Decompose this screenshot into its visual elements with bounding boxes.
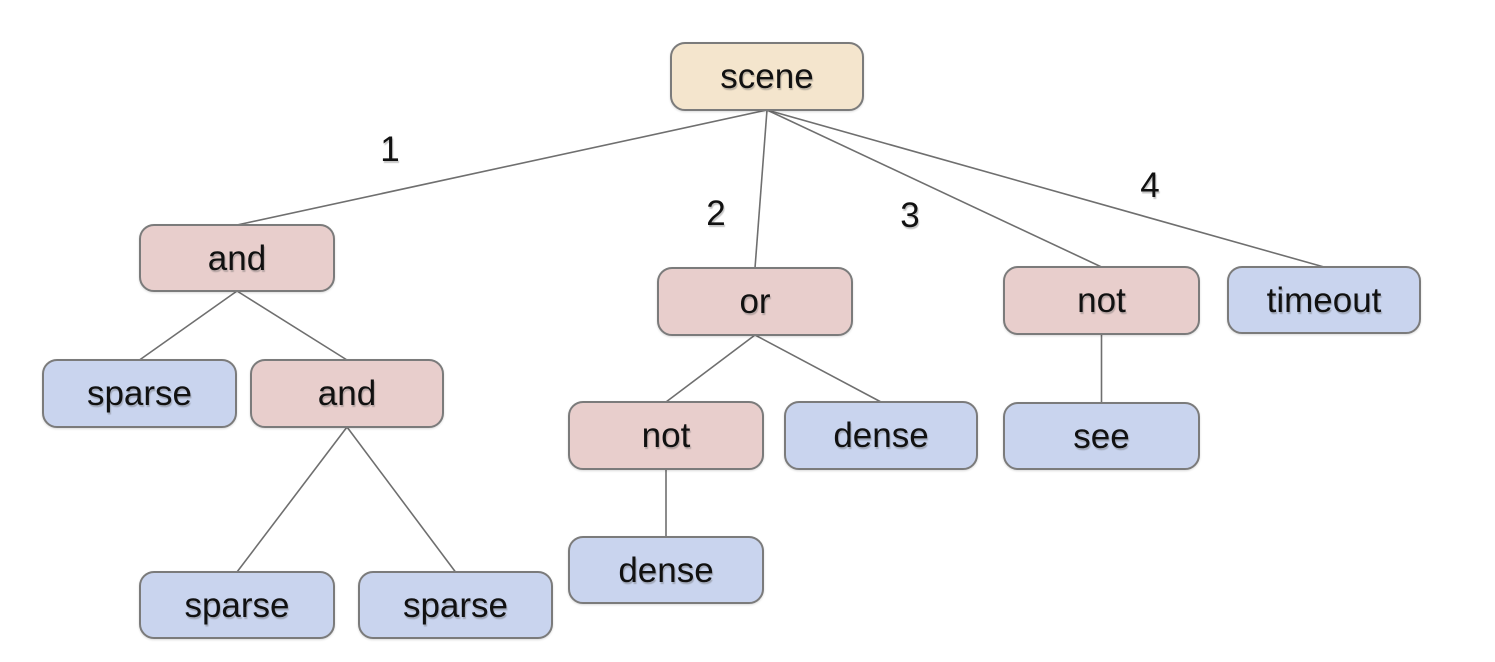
tree-edge-scene-and1 <box>236 109 768 226</box>
edge-label-1: 1 <box>380 130 400 169</box>
tree-node-label: not <box>641 416 691 455</box>
tree-edge-or-dense1 <box>754 334 882 403</box>
tree-node-label: and <box>207 238 267 278</box>
tree-edge-scene-or <box>754 109 768 269</box>
tree-node-label: sparse <box>184 585 290 625</box>
tree-node-not2: not <box>1003 266 1200 335</box>
tree-node-label: sparse <box>86 374 193 413</box>
tree-node-sparse2: sparse <box>139 571 335 639</box>
tree-edge-and1-sparse1 <box>139 290 238 361</box>
tree-node-label: not <box>1077 281 1126 320</box>
tree-node-sparse3: sparse <box>358 571 553 639</box>
tree-node-not1: not <box>568 401 764 470</box>
tree-node-label: and <box>317 374 377 413</box>
tree-edge-scene-not2 <box>766 109 1102 268</box>
tree-node-label: scene <box>720 57 814 96</box>
tree-node-label: sparse <box>402 585 509 625</box>
tree-node-sparse1: sparse <box>42 359 237 428</box>
edge-label-3: 3 <box>900 196 920 235</box>
edge-label-4: 4 <box>1140 166 1160 205</box>
tree-node-and2: and <box>250 359 444 428</box>
edge-label-2: 2 <box>706 194 726 233</box>
tree-edge-scene-timeout <box>766 109 1325 268</box>
tree-node-label: see <box>1073 416 1130 456</box>
tree-node-scene: scene <box>670 42 864 111</box>
tree-edge-and2-sparse3 <box>346 426 457 573</box>
tree-node-and1: and <box>139 224 335 292</box>
tree-node-see: see <box>1003 402 1200 470</box>
tree-edge-or-not1 <box>665 334 756 403</box>
tree-node-label: dense <box>618 550 714 590</box>
tree-node-label: dense <box>833 416 929 455</box>
tree-node-timeout: timeout <box>1227 266 1421 334</box>
tree-node-dense1: dense <box>784 401 978 470</box>
tree-node-dense2: dense <box>568 536 764 604</box>
tree-node-or: or <box>657 267 853 336</box>
tree-node-label: timeout <box>1266 280 1382 320</box>
tree-edge-and2-sparse2 <box>236 426 348 573</box>
tree-node-label: or <box>739 282 771 321</box>
tree-edge-and1-and2 <box>236 290 348 361</box>
